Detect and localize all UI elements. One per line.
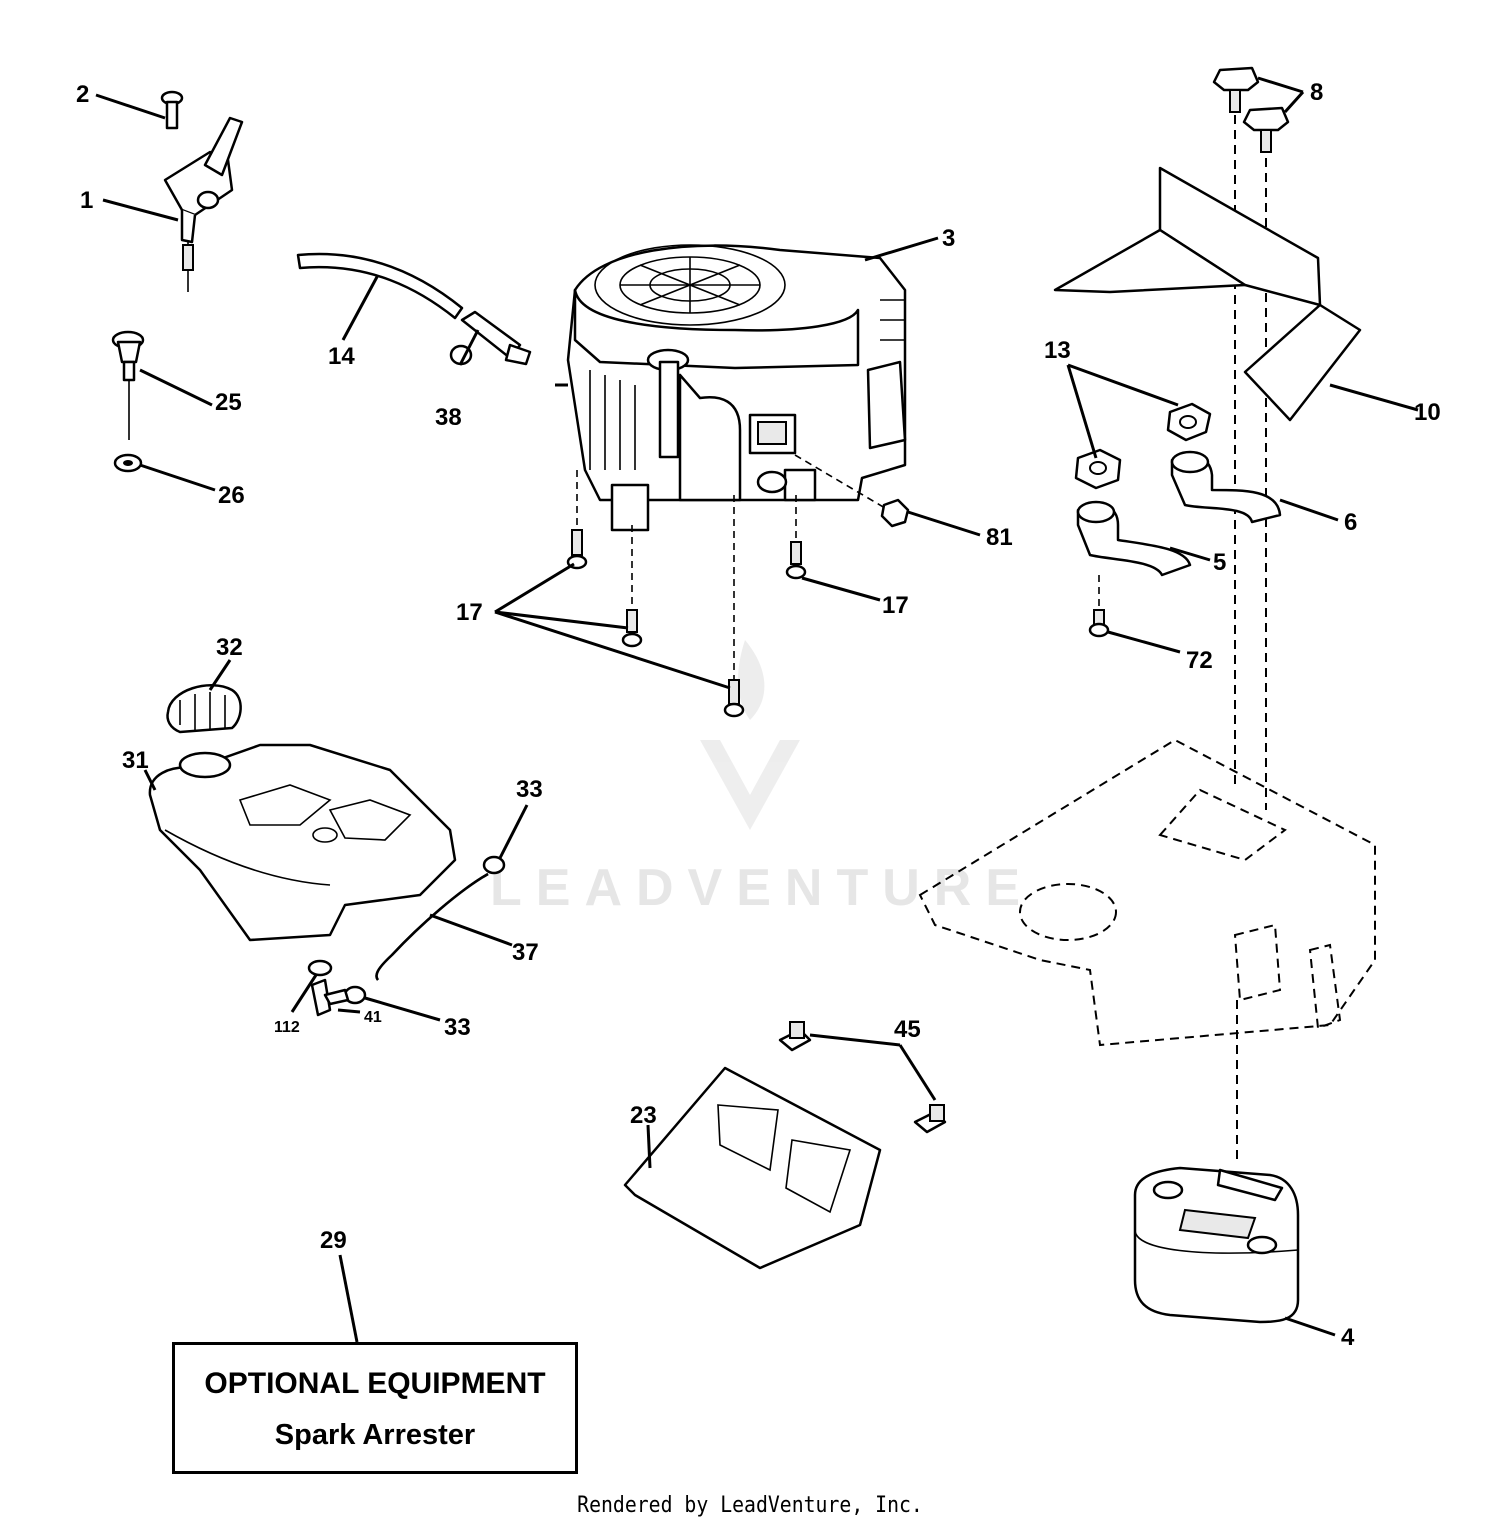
fuel-hose-part [296, 252, 464, 320]
heat-shield-part [1053, 166, 1362, 422]
callout-1: 2 [76, 81, 89, 108]
callout-29: 29 [320, 1227, 347, 1254]
callout-31: 31 [122, 747, 149, 774]
bolt-part-8 [1212, 66, 1290, 153]
callout-25: 25 [215, 389, 242, 416]
fuel-filter-part [449, 310, 532, 366]
callout-38: 38 [435, 404, 462, 431]
callout-32: 32 [216, 634, 243, 661]
callout-17a: 17 [456, 599, 483, 626]
cover-plate-part [623, 1066, 882, 1270]
bolt-part-17 [566, 529, 807, 718]
footer-credit: Rendered by LeadVenture, Inc. [577, 1493, 923, 1518]
screw-part-2 [160, 90, 184, 130]
exhaust-gasket-part [1074, 402, 1212, 490]
callout-72: 72 [1186, 647, 1213, 674]
callout-17b: 17 [882, 592, 909, 619]
optional-equipment-title: OPTIONAL EQUIPMENT [204, 1367, 546, 1400]
choke-knob-part [111, 330, 145, 440]
bolt-part-45 [778, 1021, 947, 1134]
callout-13: 13 [1044, 337, 1071, 364]
callout-4: 4 [1341, 1324, 1355, 1351]
hose-clamp-part [343, 855, 506, 1005]
callout-37: 37 [512, 939, 539, 966]
callout-41: 41 [364, 1009, 382, 1026]
callout-2: 1 [80, 187, 93, 214]
spark-arrester-label: Spark Arrester [274, 1419, 476, 1451]
leader-lines [95, 76, 1419, 1343]
throttle-control-part [163, 116, 244, 292]
callout-26: 26 [218, 482, 245, 509]
fuel-tank-part [148, 743, 457, 942]
callout-5: 5 [1213, 549, 1226, 576]
callout-8: 8 [1310, 79, 1323, 106]
callout-6: 6 [1344, 509, 1357, 536]
watermark-logo [700, 640, 800, 830]
callout-33b: 33 [444, 1014, 471, 1041]
fuel-cap-part [166, 684, 242, 734]
callout-23: 23 [630, 1102, 657, 1129]
callout-3: 3 [942, 225, 955, 252]
callout-45: 45 [894, 1016, 921, 1043]
callout-10: 10 [1414, 399, 1441, 426]
callout-33a: 33 [516, 776, 543, 803]
callout-14: 14 [328, 343, 355, 370]
grommet-part [307, 959, 333, 977]
optional-equipment-box: OPTIONAL EQUIPMENT Spark Arrester [172, 1342, 578, 1474]
watermark-text: LEADVENTURE [490, 859, 1034, 917]
exhaust-pipe-6-part [1170, 450, 1282, 524]
callout-112: 112 [274, 1019, 300, 1036]
nut-part [880, 498, 910, 528]
callout-81: 81 [986, 524, 1013, 551]
frame-outline [918, 738, 1376, 1047]
washer-hole [123, 460, 133, 466]
exhaust-pipe-5-part [1076, 500, 1192, 577]
fitting-part [310, 978, 350, 1017]
engine-part [566, 244, 907, 532]
muffler-part [1133, 1166, 1300, 1324]
